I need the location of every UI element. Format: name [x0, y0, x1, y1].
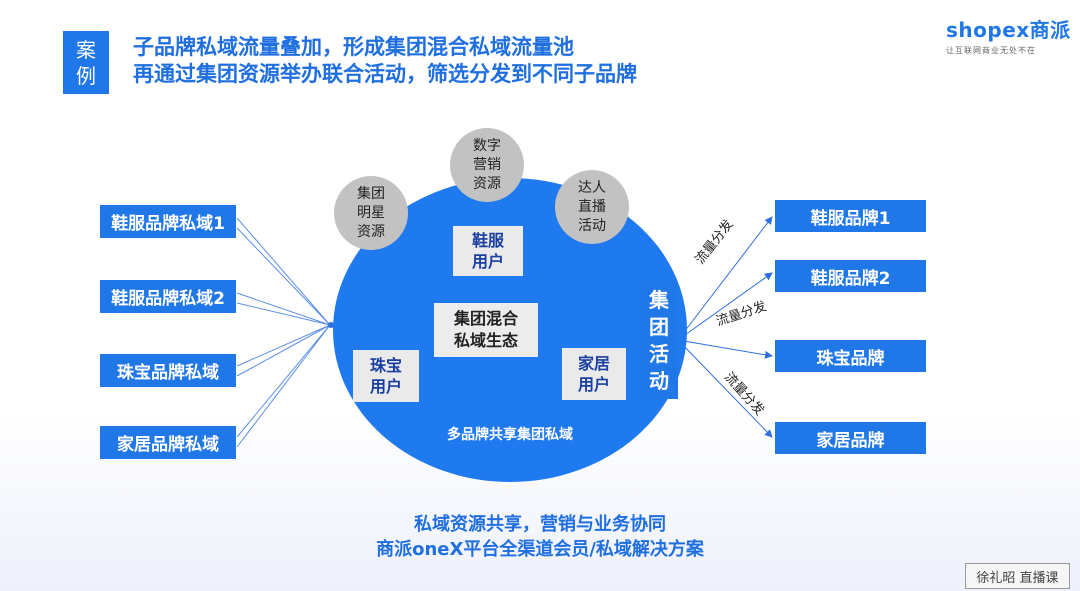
right-box-4: 家居品牌	[775, 422, 926, 454]
user-apparel-line1: 鞋服	[471, 231, 504, 250]
bottom-line-2: 商派oneX平台全渠道会员/私域解决方案	[376, 539, 704, 560]
left-box-1: 鞋服品牌私域1	[100, 205, 236, 238]
resource-bubble-star: 集团 明星 资源	[334, 176, 408, 250]
user-box-apparel: 鞋服 用户	[453, 226, 523, 276]
bottom-line-1: 私域资源共享，营销与业务协同	[414, 514, 666, 535]
activity-char-4: 动	[649, 368, 669, 393]
resource-marketing-line1: 数字	[473, 137, 501, 154]
logo-brand: shopex商派	[946, 18, 1071, 42]
user-jewelry-line1: 珠宝	[369, 356, 402, 375]
resource-star-line3: 资源	[357, 223, 385, 240]
user-home-line2: 用户	[577, 375, 610, 394]
resource-bubble-live: 达人 直播 活动	[555, 170, 629, 244]
case-tag-line1: 案	[76, 37, 96, 62]
resource-star-line2: 明星	[357, 204, 385, 221]
user-jewelry-line2: 用户	[369, 377, 402, 396]
center-ecosystem-box: 集团混合 私域生态	[434, 303, 538, 357]
resource-bubble-marketing: 数字 营销 资源	[450, 128, 524, 202]
headline: 子品牌私域流量叠加，形成集团混合私域流量池 再通过集团资源举办联合活动，筛选分发…	[133, 34, 637, 88]
circle-caption: 多品牌共享集团私域	[447, 427, 573, 443]
user-box-home: 家居 用户	[562, 348, 626, 400]
resource-marketing-line2: 营销	[473, 156, 501, 173]
left-box-2: 鞋服品牌私域2	[100, 280, 236, 313]
case-tag: 案 例	[63, 31, 109, 94]
right-box-2: 鞋服品牌2	[775, 260, 926, 292]
user-apparel-line2: 用户	[471, 252, 504, 271]
group-activity-box: 集 团 活 动	[640, 282, 678, 399]
case-tag-line2: 例	[76, 63, 96, 88]
left-box-3: 珠宝品牌私域	[100, 354, 236, 387]
resource-live-line2: 直播	[578, 198, 606, 215]
right-box-3: 珠宝品牌	[775, 340, 926, 372]
shopex-logo: shopex商派 让互联网商业无处不在	[946, 14, 1071, 56]
watermark: 徐礼昭 直播课	[965, 563, 1070, 589]
user-home-line1: 家居	[577, 354, 610, 373]
activity-char-2: 团	[649, 314, 669, 339]
headline-line1: 子品牌私域流量叠加，形成集团混合私域流量池	[133, 35, 574, 59]
logo-slogan: 让互联网商业无处不在	[946, 46, 1036, 55]
resource-star-line1: 集团	[357, 185, 385, 202]
center-line2: 私域生态	[453, 331, 518, 350]
left-box-4: 家居品牌私域	[100, 426, 236, 459]
resource-marketing-line3: 资源	[473, 175, 501, 192]
activity-char-3: 活	[649, 341, 669, 366]
resource-live-line3: 活动	[578, 217, 606, 234]
center-line1: 集团混合	[453, 309, 518, 328]
right-box-1: 鞋服品牌1	[775, 200, 926, 232]
activity-char-1: 集	[649, 287, 669, 312]
resource-live-line1: 达人	[578, 179, 606, 196]
user-box-jewelry: 珠宝 用户	[353, 350, 419, 402]
headline-line2: 再通过集团资源举办联合活动，筛选分发到不同子品牌	[133, 62, 637, 86]
